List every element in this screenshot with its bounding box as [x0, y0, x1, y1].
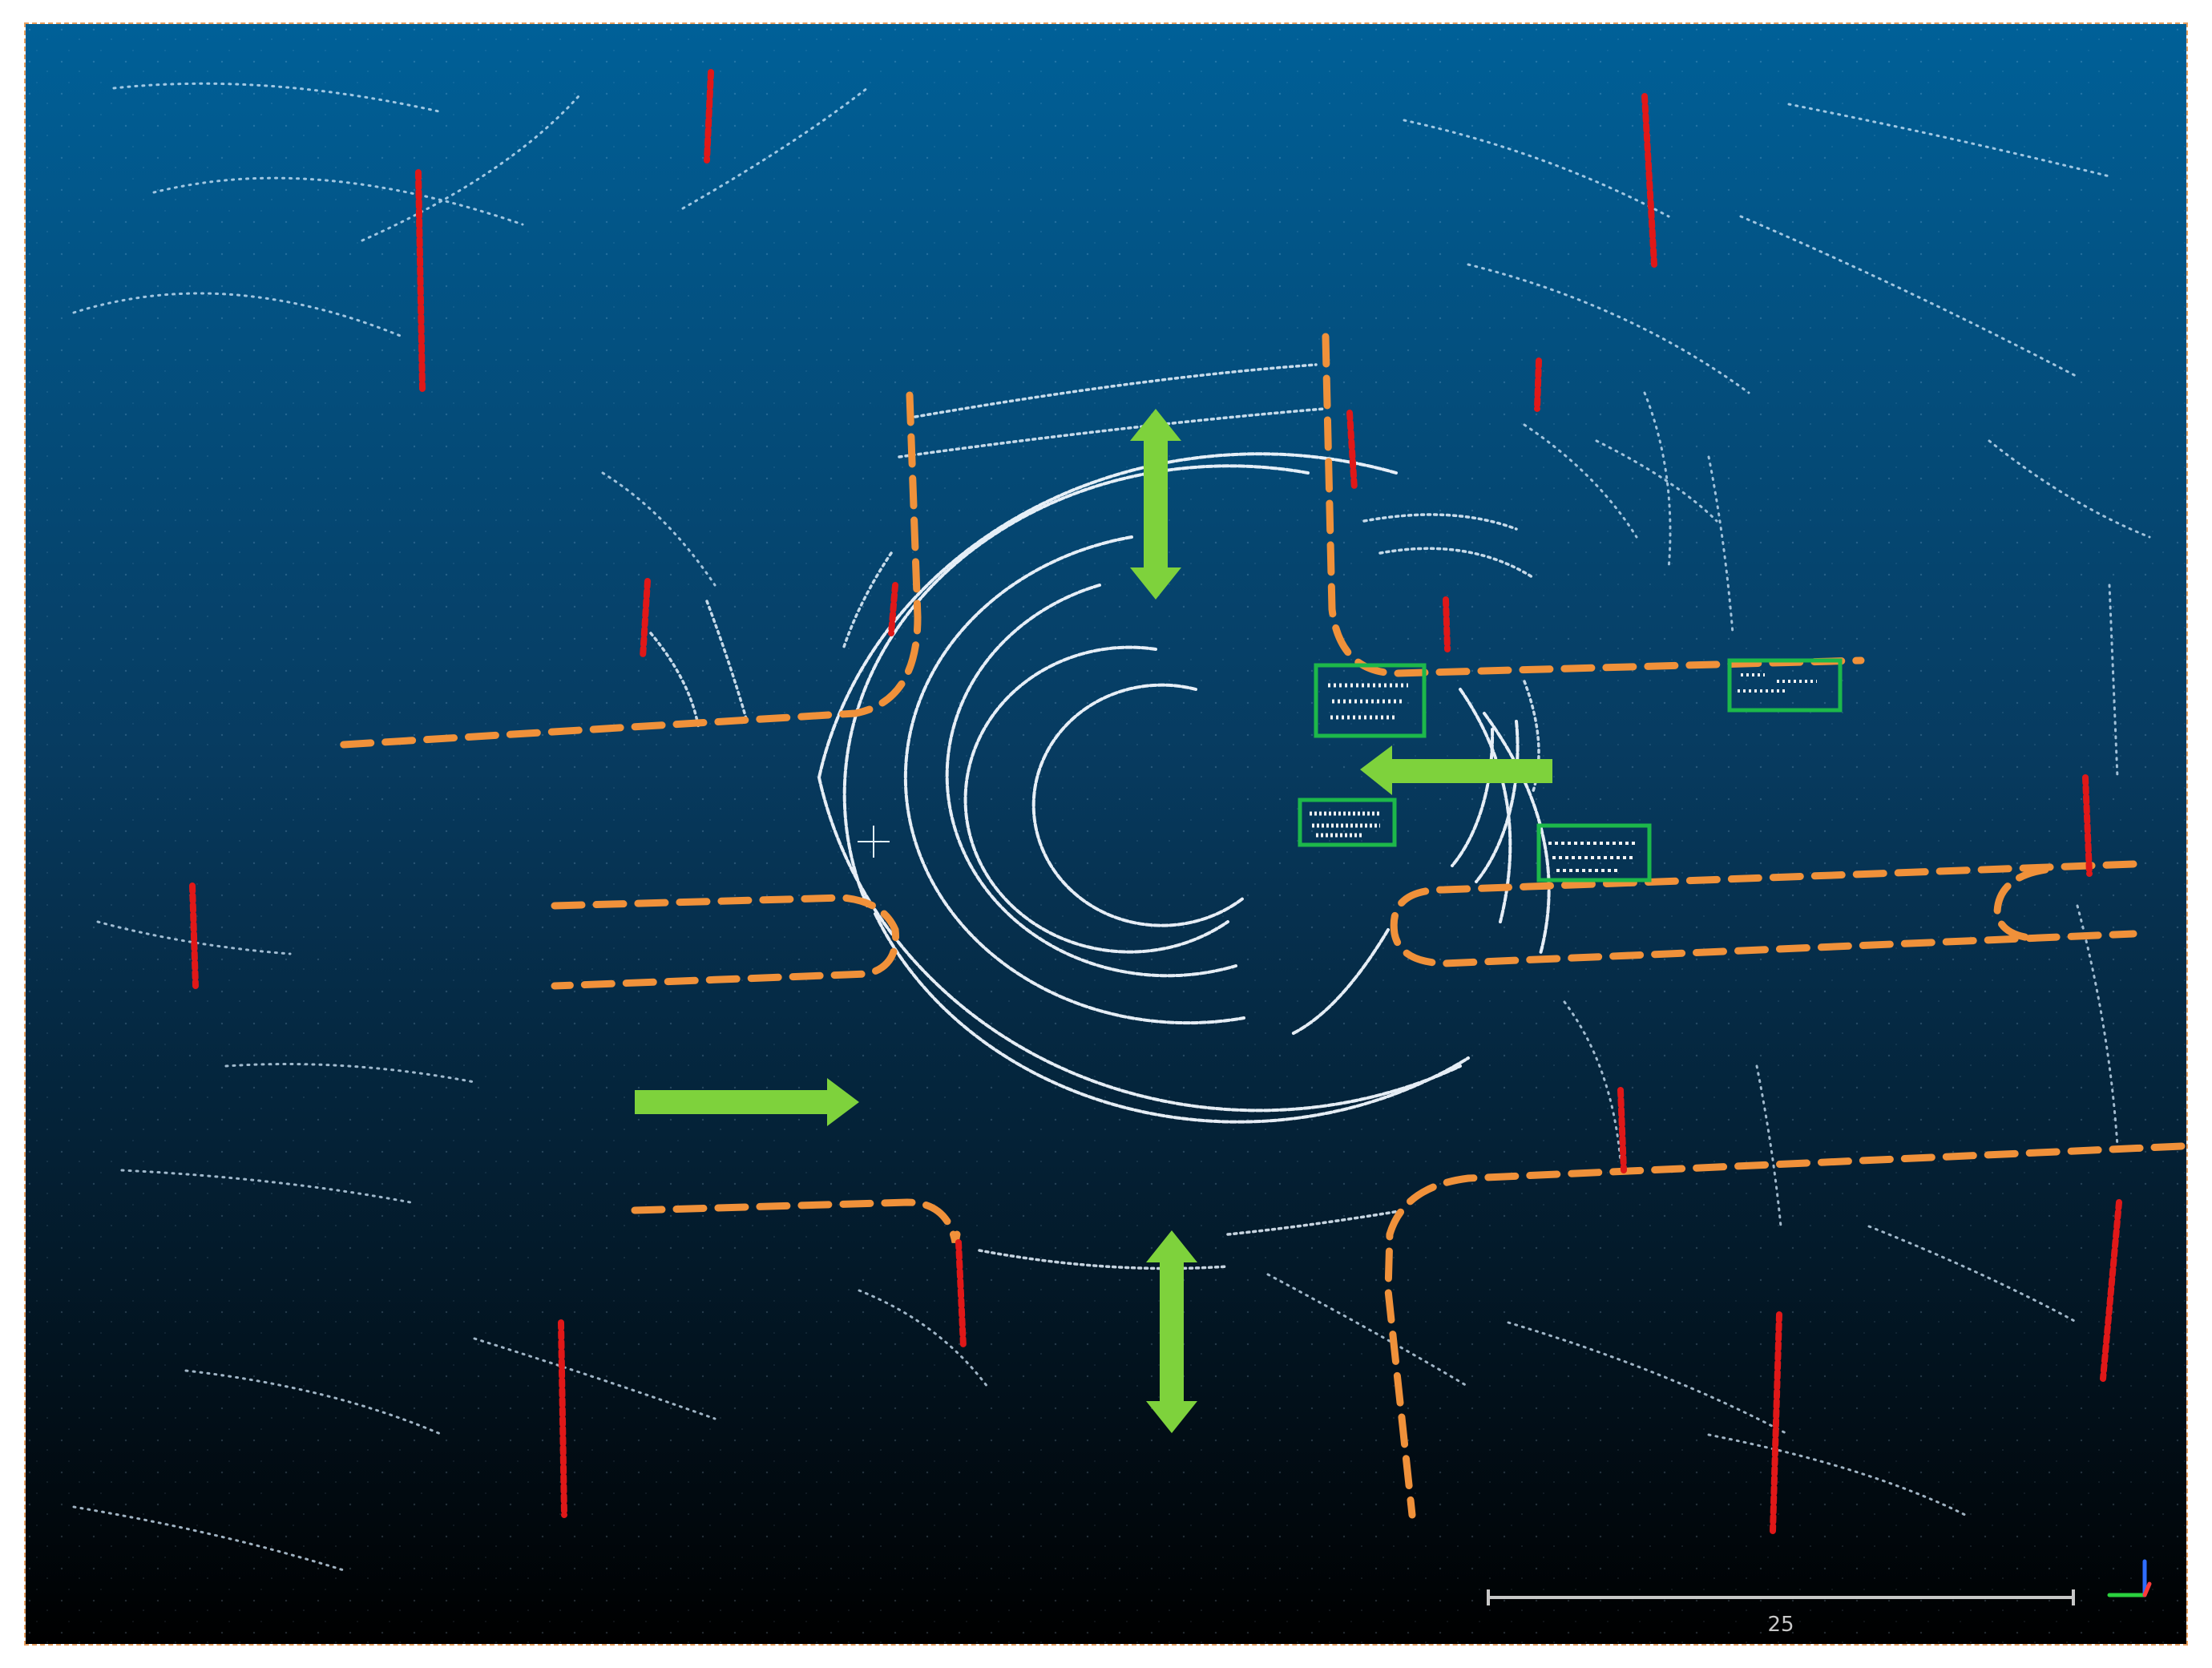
pole-15 — [2100, 1199, 2122, 1382]
boundary-east-median-inner — [1993, 866, 2049, 942]
vehicle-detections — [1298, 658, 1843, 882]
pole-7 — [640, 578, 651, 660]
pole-11 — [1617, 1087, 1627, 1173]
boundary-east-median — [1390, 860, 2137, 967]
road-boundaries — [326, 333, 2186, 1519]
lidar-scan-rings — [817, 452, 1551, 1124]
point-cloud-viewport[interactable]: 25 — [26, 24, 2186, 1644]
scale-bar: 25 — [1487, 1589, 2075, 1637]
vehicle-box-4 — [1536, 823, 1652, 882]
pole-8 — [888, 582, 898, 636]
arrow-right — [635, 1078, 859, 1126]
arrow-double-south — [1146, 1230, 1197, 1433]
pole-10 — [2082, 774, 2093, 877]
pole-3 — [1641, 93, 1657, 268]
traffic-arrows — [635, 409, 1552, 1433]
boundary-south-left — [631, 1198, 961, 1244]
crosshair-icon — [858, 826, 890, 858]
axis-triad-icon[interactable] — [2107, 1559, 2152, 1597]
boundary-north-right — [1322, 333, 1865, 677]
pole-14 — [1770, 1311, 1782, 1534]
scene-noise — [26, 24, 2186, 1644]
arrow-left — [1360, 745, 1552, 795]
scale-bar-label: 25 — [1767, 1613, 1794, 1637]
pole-4 — [1534, 357, 1542, 412]
boundary-west-median — [551, 894, 900, 990]
boundary-south-right — [1384, 1142, 2186, 1519]
pole-1 — [415, 169, 426, 392]
pole-13 — [558, 1319, 567, 1518]
figure-frame — [24, 22, 2188, 1646]
pole-9 — [189, 882, 199, 989]
boundary-north-left — [326, 391, 922, 749]
pole-6 — [1443, 596, 1451, 652]
vehicle-box-3 — [1298, 798, 1397, 847]
pole-5 — [1346, 410, 1358, 492]
pole-12 — [955, 1239, 967, 1350]
pole-2 — [704, 69, 714, 164]
arrow-double-north — [1130, 409, 1181, 600]
vehicle-box-2 — [1727, 658, 1843, 713]
ambient-point-traces — [72, 82, 2151, 1573]
vehicle-box-1 — [1314, 663, 1427, 738]
pole-detections — [189, 69, 2122, 1534]
